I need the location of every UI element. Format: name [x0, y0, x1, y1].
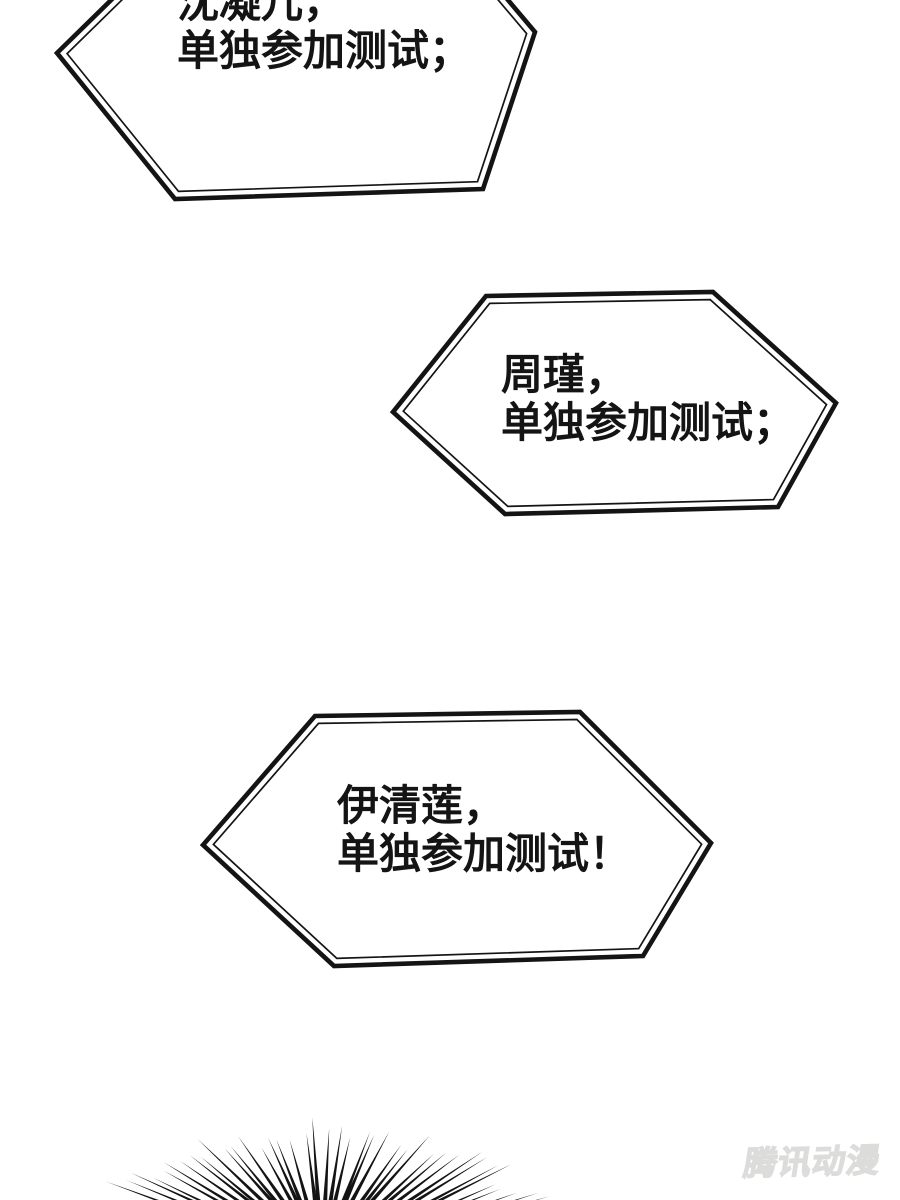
speed-line-spike — [306, 1133, 317, 1200]
speed-line-spike — [180, 1161, 240, 1200]
speech-bubble-3-inner-border — [212, 718, 703, 960]
speed-line-spike — [457, 1184, 496, 1200]
speed-line-spike — [407, 1151, 483, 1200]
bubble-2-line-2: 单独参加测试； — [501, 399, 796, 446]
speed-line-spike — [350, 1131, 390, 1200]
bubble-3-line-2: 单独参加测试！ — [337, 830, 632, 877]
speed-line-spike — [387, 1152, 447, 1200]
speed-line-spike — [105, 1181, 159, 1200]
speed-line-spike — [495, 1192, 518, 1200]
speech-bubble-1-outer-border — [53, 0, 538, 202]
speed-line-spike — [153, 1177, 202, 1200]
speed-line-spike — [414, 1157, 487, 1200]
speed-line-spike — [344, 1134, 375, 1200]
speed-line-spike — [437, 1164, 511, 1200]
speech-bubble-3-text: 伊清莲， 单独参加测试！ — [337, 782, 631, 878]
speech-bubble-2-outline — [389, 289, 839, 517]
bubble-2-line-1: 周瑾， — [501, 351, 628, 398]
speed-line-spike — [289, 1139, 309, 1200]
speed-line-spike — [333, 1137, 351, 1200]
speed-line-spike — [164, 1170, 219, 1200]
speech-bubble-2-inner-border — [402, 298, 828, 508]
speed-lines-burst — [105, 1117, 550, 1200]
speech-bubble-1-inner-border — [65, 0, 528, 193]
speed-line-spike — [514, 1192, 539, 1200]
speed-line-spike — [430, 1165, 499, 1200]
speech-bubble-1-text: 沈凝儿， 单独参加测试； — [177, 0, 471, 75]
speed-line-spike — [359, 1144, 402, 1200]
speed-line-spike — [230, 1146, 278, 1200]
speech-bubble-1-outline — [53, 0, 538, 202]
speed-line-spike — [396, 1154, 460, 1200]
publisher-watermark: 腾讯动漫 — [741, 1141, 885, 1183]
speed-line-spike — [328, 1125, 343, 1200]
bubble-3-line-1: 伊清莲， — [337, 782, 506, 829]
speed-line-spike — [535, 1196, 550, 1200]
speed-line-spike — [197, 1139, 265, 1200]
speed-line-spike — [341, 1131, 370, 1200]
speed-line-spike — [224, 1148, 274, 1200]
speed-line-spike — [312, 1117, 321, 1200]
speed-line-spike — [370, 1134, 431, 1200]
speed-line-spike — [163, 1162, 229, 1200]
bubble-1-line-2: 单独参加测试； — [177, 27, 472, 74]
speed-line-spike — [365, 1149, 408, 1200]
speed-line-spike — [189, 1155, 250, 1200]
speed-line-spike — [125, 1179, 178, 1200]
speed-line-spike — [381, 1153, 434, 1200]
speed-line-spike — [276, 1139, 303, 1200]
speed-line-spike — [268, 1137, 299, 1200]
speed-line-spike — [323, 1128, 330, 1200]
speed-line-spike — [261, 1147, 293, 1200]
speed-line-spike — [238, 1136, 285, 1200]
bubble-1-line-1: 沈凝儿， — [177, 0, 346, 26]
speech-bubble-2-outer-border — [389, 289, 839, 517]
speech-bubble-3-outer-border — [199, 709, 714, 969]
speed-line-spike — [200, 1156, 256, 1200]
speed-line-spike — [471, 1189, 501, 1200]
speech-bubble-2-text: 周瑾， 单独参加测试； — [501, 351, 795, 447]
speech-bubble-3-outline — [199, 709, 714, 969]
speed-line-spike — [130, 1172, 194, 1200]
speech-bubbles-layer — [53, 0, 839, 969]
